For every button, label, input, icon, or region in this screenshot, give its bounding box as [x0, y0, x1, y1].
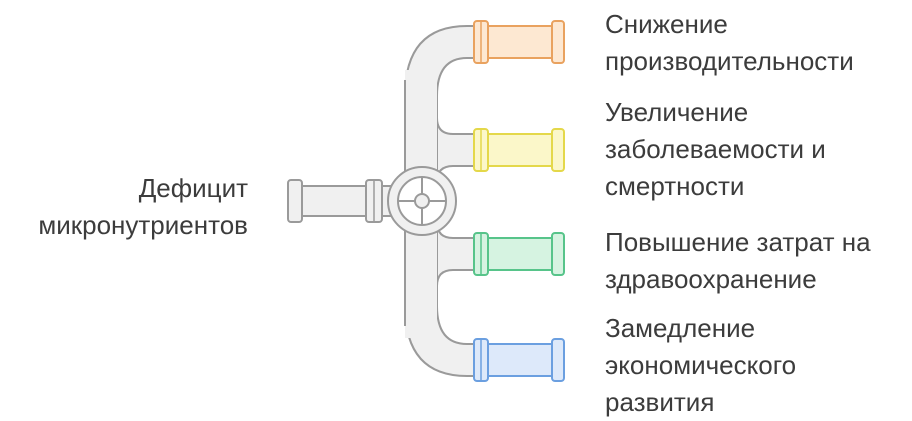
outcome-label-line: Повышение затрат на	[605, 227, 871, 257]
source-label-line-1: Дефицит	[138, 173, 248, 203]
outcome-label-line: Замедление	[605, 313, 756, 343]
outcome-label-line: развития	[605, 387, 715, 417]
outcome-label-line: здравоохранение	[605, 264, 817, 294]
outlet-pipe	[487, 133, 553, 167]
source-label: Дефицит микронутриентов	[38, 170, 248, 244]
outlet-flange	[551, 128, 565, 172]
outlet-pipe	[487, 237, 553, 271]
outlet-flange	[551, 232, 565, 276]
source-label-line-2: микронутриентов	[38, 210, 248, 240]
valve-hub	[414, 193, 430, 209]
outlet-flange	[551, 20, 565, 64]
outcome-label-healthcare-costs: Повышение затрат на здравоохранение	[605, 224, 871, 298]
outcome-label-line: Снижение	[605, 9, 728, 39]
outlet-segment	[473, 20, 565, 64]
outcome-label-line: Увеличение	[605, 97, 749, 127]
outlet-pipe	[487, 343, 553, 377]
outlet-segment	[473, 338, 565, 382]
valve-icon	[387, 166, 457, 236]
inlet-flange	[287, 179, 303, 223]
outcome-label-economic-development: Замедление экономического развития	[605, 310, 796, 421]
outcome-label-productivity: Снижение производительности	[605, 6, 854, 80]
inlet-pipe	[299, 185, 371, 217]
outcome-label-line: заболеваемости и	[605, 134, 826, 164]
outlet-segment	[473, 128, 565, 172]
outlet-segment	[473, 232, 565, 276]
outcome-label-line: смертности	[605, 171, 745, 201]
outcome-label-morbidity: Увеличение заболеваемости и смертности	[605, 94, 826, 205]
pipe-diagram	[287, 20, 565, 382]
outlet-flange	[551, 338, 565, 382]
outcome-label-line: производительности	[605, 46, 854, 76]
branch-pipe	[436, 117, 475, 183]
pipe-outlets	[473, 20, 565, 382]
outlet-pipe	[487, 25, 553, 59]
outcome-label-line: экономического	[605, 350, 797, 380]
branch-pipe	[436, 221, 475, 287]
